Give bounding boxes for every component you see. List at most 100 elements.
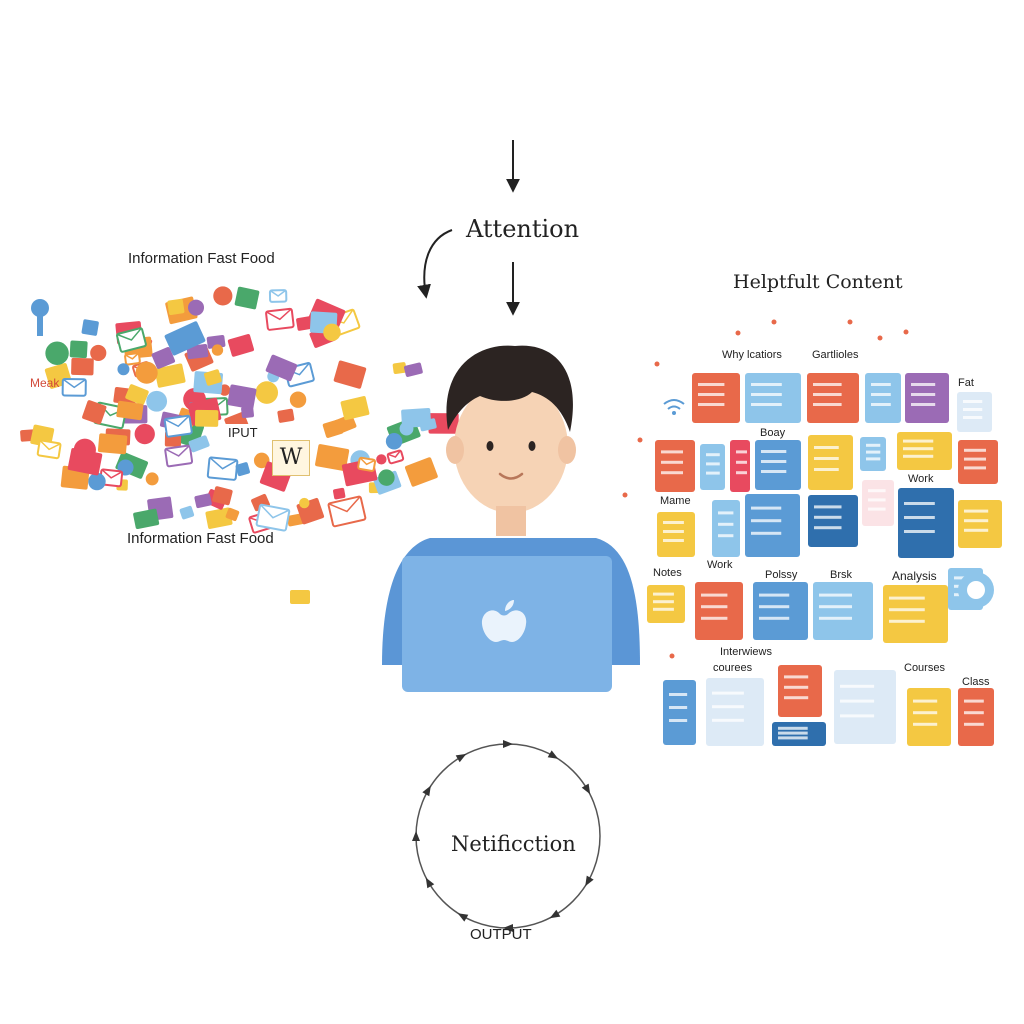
content-tile: [657, 512, 695, 557]
cycle-arrowhead: [503, 924, 513, 932]
scatter-app-icon: [206, 334, 226, 349]
content-tile: [655, 440, 695, 492]
grid-label-work: Work: [707, 559, 733, 571]
content-tile: [700, 444, 725, 490]
cycle-center-label: Netificction: [451, 832, 576, 856]
scatter-app-icon: [419, 418, 437, 432]
scatter-app-icon: [378, 469, 395, 486]
sparkle-dot: [847, 319, 853, 325]
scatter-app-icon: [164, 444, 194, 468]
left-label-bottom: Information Fast Food: [127, 530, 274, 547]
meak-label: Meak: [30, 376, 60, 390]
sparkle-dot: [654, 361, 660, 367]
scatter-app-icon: [286, 513, 304, 527]
content-tile: [957, 392, 992, 432]
sparkle-dot: [637, 437, 643, 443]
scatter-app-icon: [404, 362, 423, 377]
cycle-arrowhead: [585, 875, 594, 887]
grid-label-fat: Fat: [958, 377, 974, 389]
scatter-app-icon: [227, 334, 255, 357]
cycle-arrowhead: [549, 909, 561, 919]
content-tile: [745, 373, 801, 423]
content-tile: [663, 680, 696, 745]
attention-title: Attention: [466, 215, 580, 243]
grid-label-gartlioles: Gartlioles: [812, 349, 859, 361]
scatter-app-icon: [315, 444, 350, 472]
grid-label-interwiews: Interwiews: [720, 646, 772, 658]
scatter-app-icon: [82, 400, 107, 425]
scatter-app-icon: [340, 396, 370, 421]
sparkle-dot: [622, 492, 628, 498]
content-tile: [753, 582, 808, 640]
scatter-app-icon: [45, 341, 69, 365]
scatter-app-icon: [376, 454, 387, 465]
scatter-app-icon: [125, 384, 149, 406]
scatter-app-icon: [69, 340, 88, 359]
scatter-app-icon: [194, 493, 212, 509]
scatter-app-icon: [234, 286, 260, 310]
scatter-app-icon: [241, 406, 254, 419]
cycle-arrowhead: [547, 750, 559, 759]
cycle-output-label: OUTPUT: [470, 926, 532, 943]
cycle-arrowhead: [457, 913, 469, 922]
content-tile: [865, 373, 901, 423]
scatter-app-icon: [188, 299, 205, 316]
cycle-arrowhead: [425, 877, 435, 889]
sparkle-dot: [771, 319, 777, 325]
cycle-arrowhead: [422, 785, 431, 797]
scatter-app-icon: [186, 344, 209, 360]
content-tile: [712, 500, 740, 557]
cycle-arrowhead: [455, 753, 467, 763]
scatter-app-icon: [289, 391, 307, 408]
grid-label-notes: Notes: [653, 567, 682, 579]
content-tile: [905, 373, 949, 423]
sparkle-dot: [877, 335, 883, 341]
content-tile: [958, 440, 998, 484]
content-tile: [730, 440, 750, 492]
scatter-app-icon: [164, 321, 206, 356]
left-label-top: Information Fast Food: [128, 250, 275, 267]
content-tile: [692, 373, 740, 423]
grid-label-courees: courees: [713, 662, 753, 674]
ear-right: [558, 436, 576, 464]
scatter-app-icon: [194, 409, 219, 427]
scatter-app-icon: [179, 505, 195, 520]
scatter-app-icon: [213, 286, 233, 306]
apple-logo-icon: [481, 600, 527, 642]
sparkle-dot: [903, 329, 909, 335]
content-tile: [898, 488, 954, 558]
scatter-app-icon: [61, 378, 87, 397]
cycle-arrowhead: [412, 831, 420, 841]
face: [454, 381, 568, 513]
scatter-app-icon: [145, 472, 159, 486]
cycle-arrowhead: [581, 783, 591, 795]
scatter-app-icon: [81, 319, 99, 336]
content-tile: [755, 440, 801, 490]
scatter-app-icon: [386, 449, 405, 465]
content-tile: [778, 665, 822, 717]
scatter-app-icon: [212, 486, 233, 506]
content-tile: [808, 435, 853, 490]
scatter-app-icon: [116, 400, 144, 421]
content-tile: [862, 480, 894, 526]
scatter-app-icon: [277, 408, 295, 423]
neck: [496, 506, 526, 536]
scatter-app-icon: [71, 357, 94, 376]
content-tile: [772, 722, 826, 746]
scatter-app-icon: [385, 433, 403, 450]
scatter-app-icon: [117, 363, 130, 376]
scatter-app-icon: [146, 390, 168, 412]
content-tile: [745, 494, 800, 557]
scatter-app-icon: [97, 433, 128, 455]
scatter-app-icon: [205, 507, 233, 529]
grid-label-brsk: Brsk: [830, 569, 852, 581]
content-tile: [883, 585, 948, 643]
content-tile: [907, 688, 951, 746]
scatter-app-icon: [268, 289, 288, 303]
scatter-app-icon: [333, 487, 346, 500]
scatter-app-icon: [299, 497, 310, 509]
